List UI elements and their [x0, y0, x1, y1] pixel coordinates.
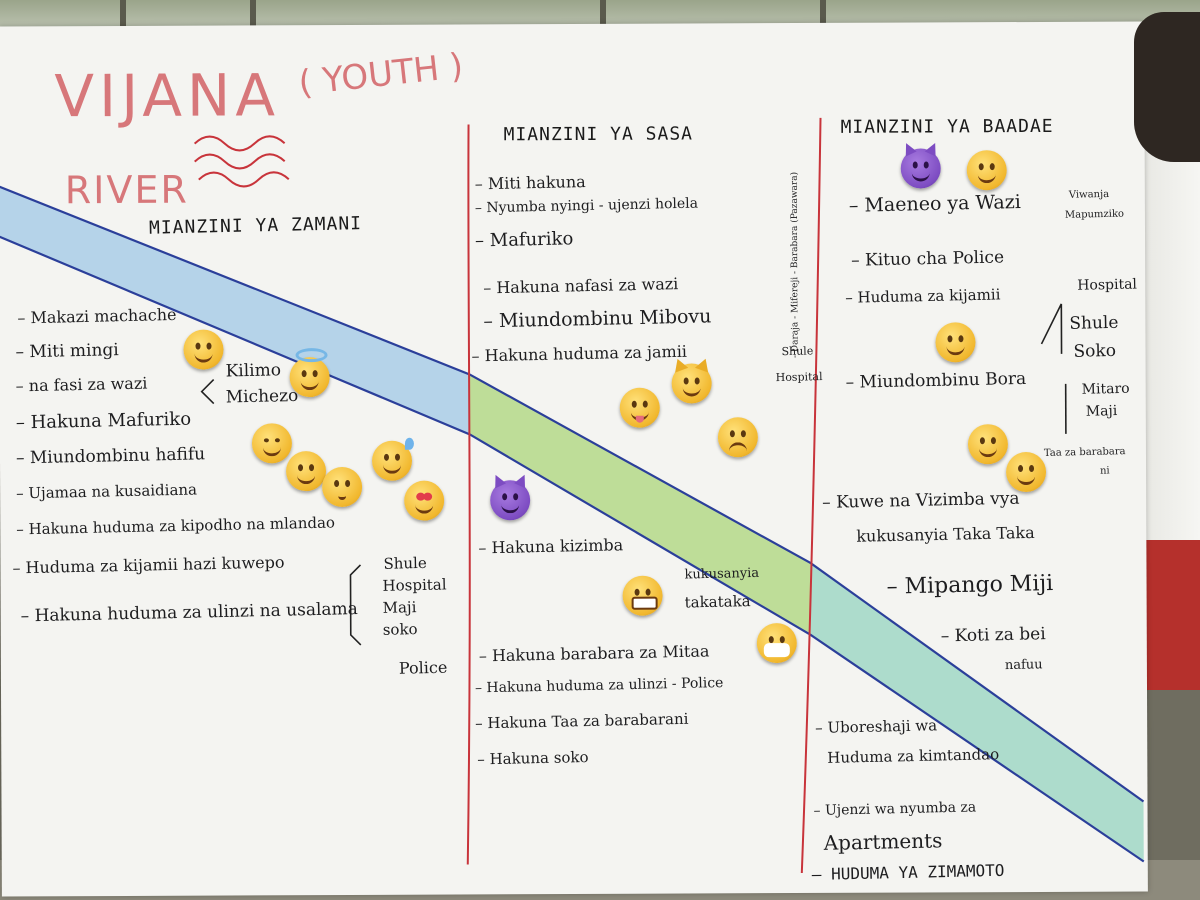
future-item: – Miundombinu Bora — [845, 368, 1027, 393]
future-item-continued: kukusanyia Taka Taka — [856, 522, 1035, 546]
present-vertical-note: - Daraja - Mifereji - Barabara (Pazawara… — [789, 171, 801, 359]
future-note-mitaro: Mitaro — [1081, 380, 1130, 398]
river-bank-bottom — [0, 235, 1145, 863]
poster-drawing — [0, 117, 1145, 874]
wink-icon — [1005, 451, 1047, 493]
past-service-shule: Shule — [383, 553, 427, 573]
smile-icon — [285, 451, 327, 492]
divider-left — [466, 124, 471, 865]
bracket-past-kilimo — [200, 379, 215, 405]
grin-icon — [966, 150, 1007, 191]
flipchart-poster: VIJANA ( YOUTH ) RIVER MIANZINI YA ZAMAN… — [0, 21, 1148, 897]
curtain-background — [1138, 140, 1200, 560]
past-item: – Makazi machache — [17, 304, 177, 328]
past-note-kilimo: Kilimo — [225, 360, 282, 382]
present-note-takataka: takataka — [684, 592, 751, 612]
future-item: – Maeneo ya Wazi — [848, 191, 1022, 217]
future-item: – Uboreshaji wa — [814, 716, 938, 737]
future-note-maji: Maji — [1085, 403, 1118, 420]
bracket-past-services — [349, 564, 362, 646]
sad-icon — [717, 417, 758, 458]
present-item: – Mafuriko — [474, 228, 574, 252]
river-squiggle-icon — [193, 135, 290, 188]
past-note-michezo: Michezo — [225, 385, 299, 408]
future-item: – Huduma za kijamii — [845, 285, 1001, 307]
laughing-icon — [183, 329, 224, 370]
blush-icon — [967, 424, 1009, 465]
river-present-segment — [469, 374, 811, 635]
future-item: – Koti za bei — [940, 624, 1046, 647]
smile-icon — [935, 322, 976, 363]
present-item: – Hakuna kizimba — [478, 535, 624, 558]
window-bar — [600, 0, 606, 32]
sweat-smile-icon — [371, 437, 414, 481]
tears-of-joy-icon — [251, 423, 293, 464]
tongue-wink-icon — [619, 387, 660, 428]
window-bar — [820, 0, 826, 32]
column-header-future: MIANZINI YA BAADAE — [840, 115, 1054, 138]
future-item: – Kuwe na Vizimba vya — [821, 488, 1020, 513]
future-note-mapumziko: Mapumziko — [1064, 208, 1125, 221]
past-item: – Hakuna Mafuriko — [15, 408, 192, 434]
red-cloth-background — [1142, 540, 1200, 690]
past-service-maji: Maji — [382, 598, 417, 617]
poster-title: VIJANA — [54, 61, 281, 131]
future-note-shule: Shule — [1069, 312, 1119, 334]
past-service-soko: soko — [382, 620, 418, 639]
past-note-police: Police — [398, 657, 448, 678]
present-item: – Miti hakuna — [474, 172, 586, 194]
river-past-segment — [0, 186, 470, 435]
future-note-ni: ni — [1099, 465, 1110, 477]
past-item: – na fasi za wazi — [15, 373, 148, 396]
past-service-hospital: Hospital — [382, 575, 447, 595]
cat-grin-icon — [670, 356, 713, 404]
mask-icon — [756, 623, 797, 664]
river-bank-top — [0, 185, 1145, 803]
future-item: – Mipango Miji — [886, 571, 1054, 600]
past-item: – Miundombinu hafifu — [15, 444, 206, 469]
grimace-icon — [622, 575, 663, 616]
angel-icon — [289, 348, 330, 398]
river-future-segment — [810, 562, 1144, 862]
bracket-future-jamii — [1040, 303, 1063, 354]
present-note-hospital: Hospital — [775, 370, 823, 385]
window-bar — [120, 0, 126, 32]
hand-holding-poster — [1134, 12, 1200, 162]
future-note-taa: Taa za barabara — [1043, 446, 1126, 459]
future-item-continued: Huduma za kimtandao — [827, 745, 1000, 767]
present-item: – Hakuna soko — [477, 747, 589, 769]
heart-eyes-icon — [404, 480, 445, 521]
future-item-continued: Apartments — [823, 828, 943, 855]
river-label: RIVER — [64, 167, 189, 213]
divider-right — [800, 117, 822, 874]
future-item-continued: nafuu — [1004, 657, 1043, 674]
future-note-viwanja: Viwanja — [1068, 188, 1110, 201]
future-note-soko: Soko — [1073, 340, 1117, 362]
future-note-hospital: Hospital — [1077, 276, 1138, 294]
devil-icon — [490, 472, 531, 521]
past-item: – Miti mingi — [15, 340, 119, 363]
column-header-present: MIANZINI YA SASA — [503, 123, 694, 146]
future-item: – Kituo cha Police — [850, 247, 1005, 271]
kiss-icon — [322, 466, 363, 508]
present-note-kukusanyia: kukusanyia — [684, 565, 760, 583]
devil-icon — [900, 140, 941, 189]
window-bar — [250, 0, 256, 32]
